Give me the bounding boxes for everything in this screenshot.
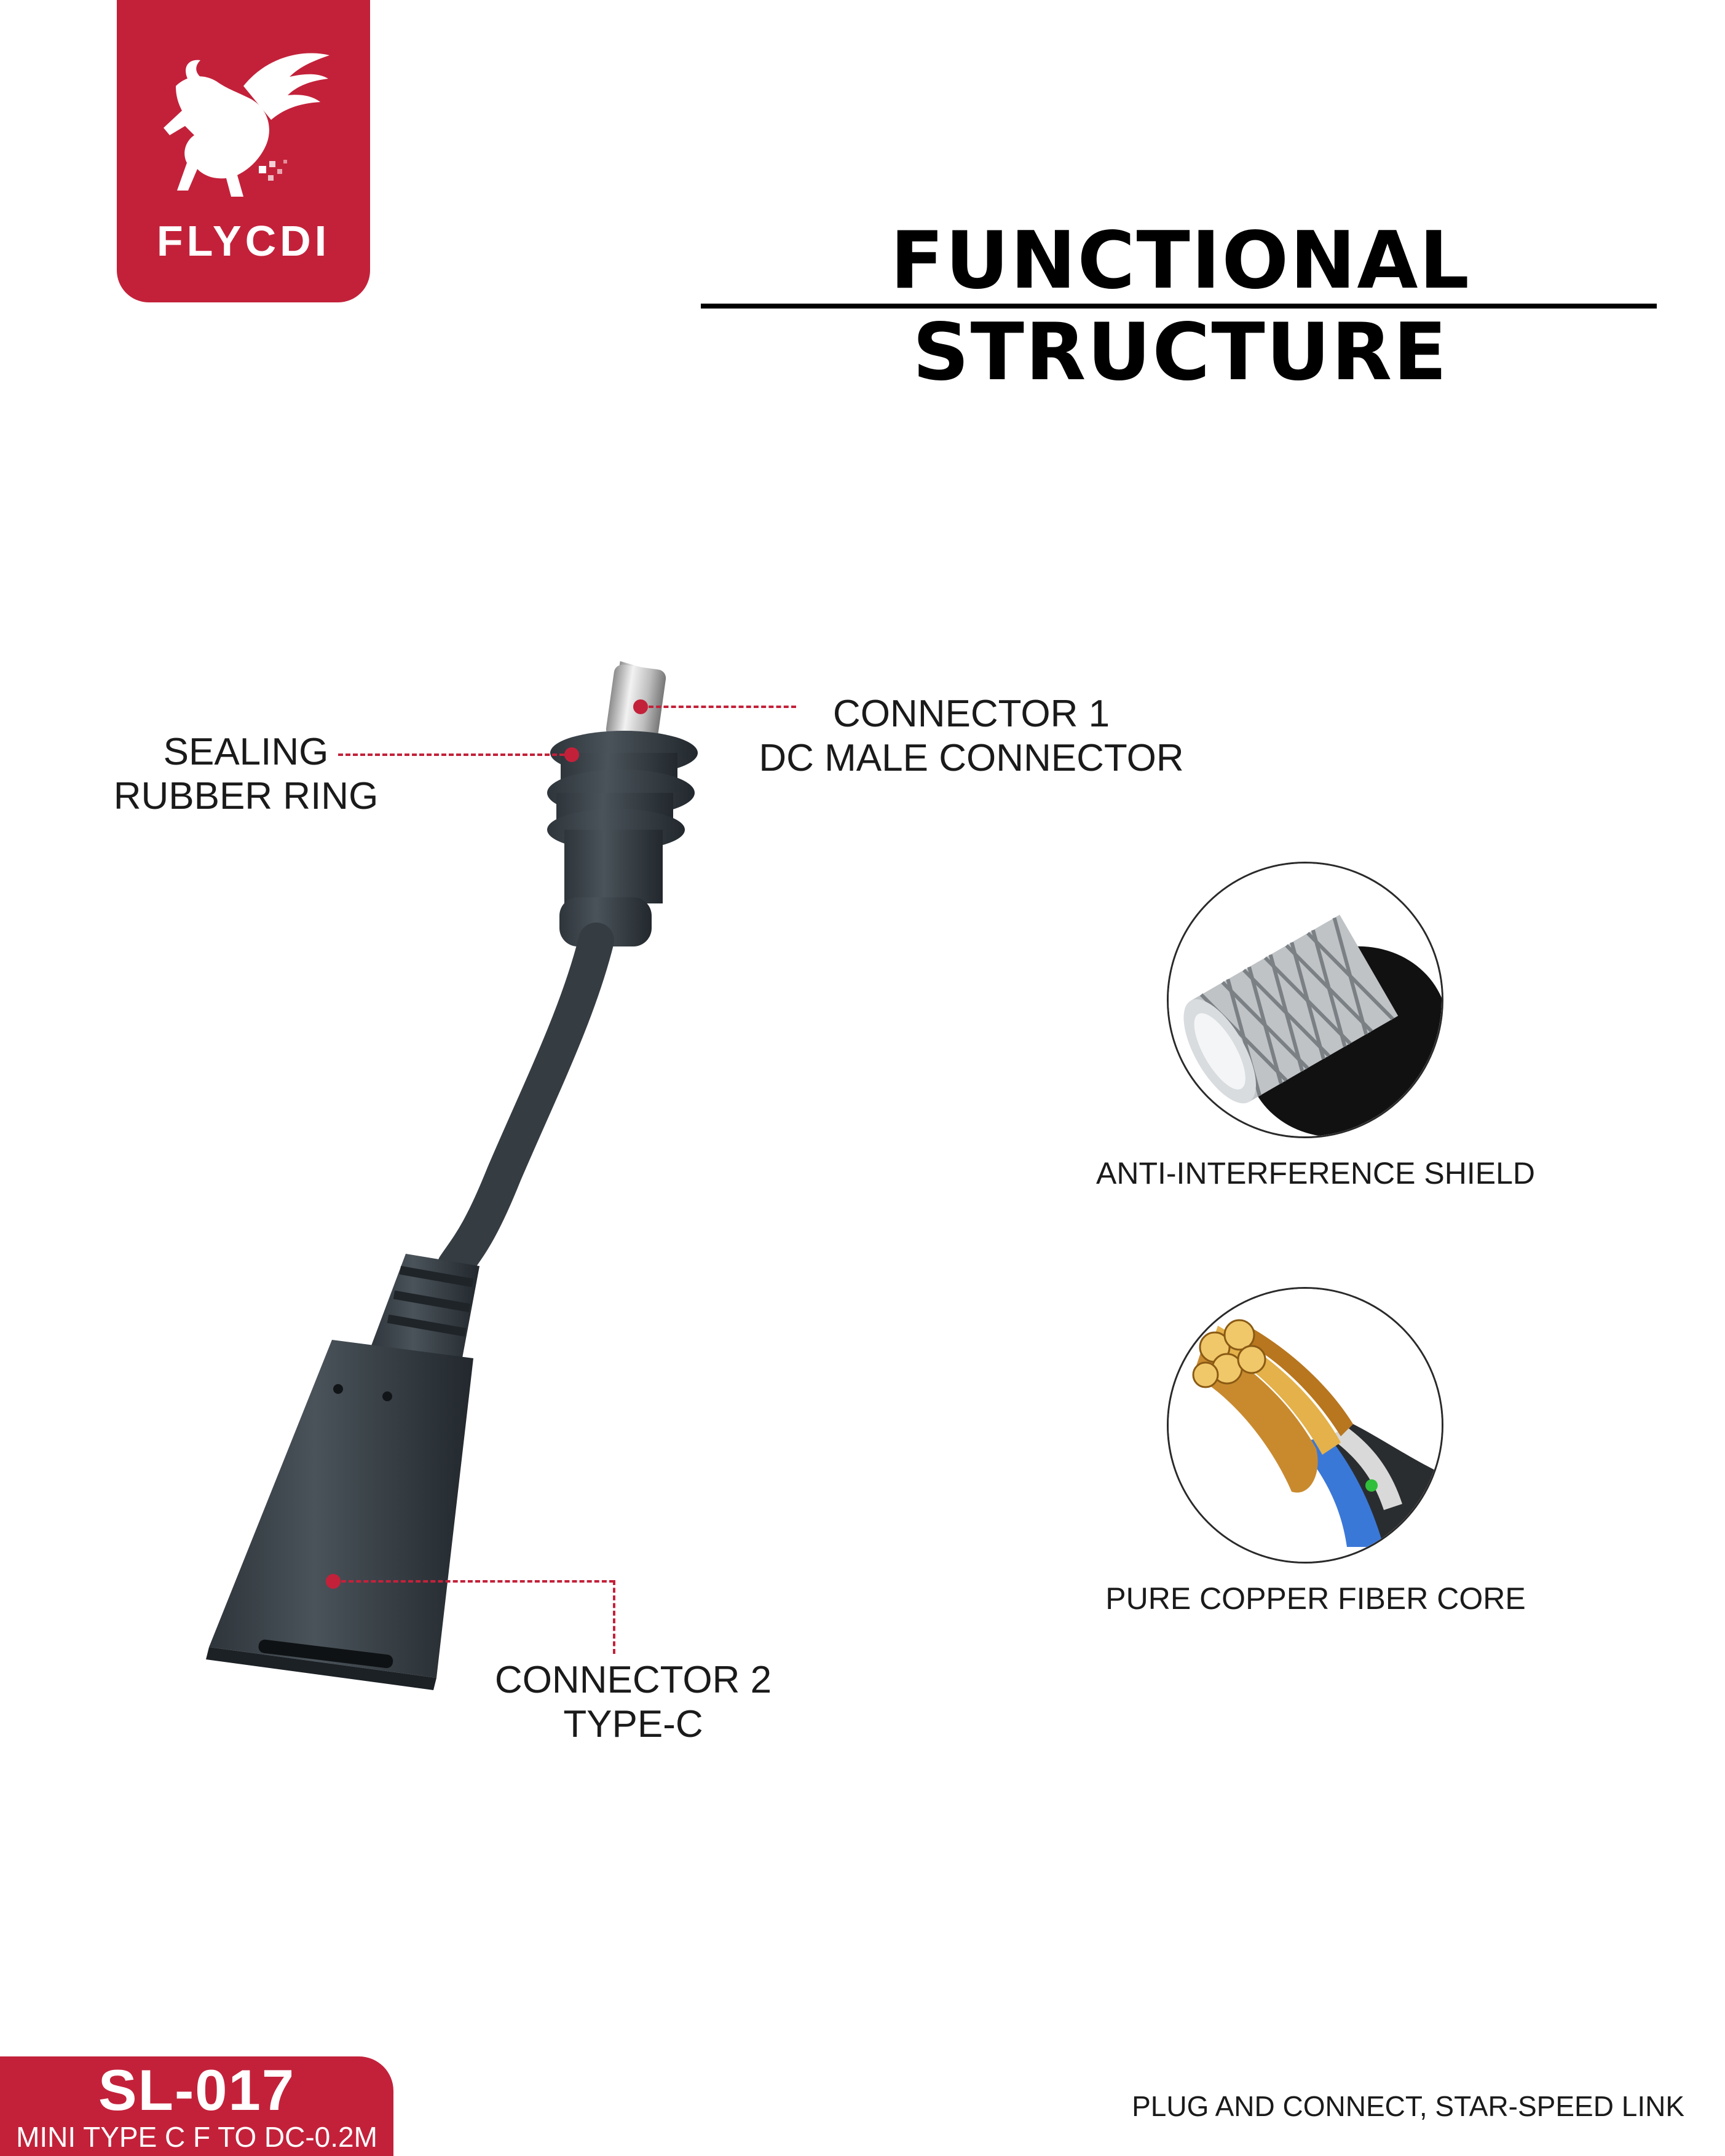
title-underline (701, 304, 1657, 309)
braided-shield-icon (1167, 862, 1443, 1138)
copper-core-icon (1167, 1287, 1443, 1564)
sealing-label: SEALING RUBBER RING (92, 730, 400, 819)
feature-label-shield: ANTI-INTERFERENCE SHIELD (1096, 1156, 1535, 1190)
model-code: SL-017 (98, 2058, 296, 2122)
page-title: FUNCTIONAL STRUCTURE (890, 215, 1470, 398)
sealing-marker (564, 747, 579, 762)
sealing-label-line1: SEALING (163, 731, 329, 773)
tagline: PLUG AND CONNECT, STAR-SPEED LINK (1132, 2090, 1684, 2122)
connector1-label-line2: DC MALE CONNECTOR (759, 737, 1184, 779)
connector1-leader-line (649, 706, 796, 708)
connector2-label: CONNECTOR 2 TYPE-C (449, 1658, 818, 1747)
feature-label-copper-core: PURE COPPER FIBER CORE (1105, 1581, 1526, 1616)
model-description: MINI TYPE C F TO DC-0.2M (16, 2121, 377, 2153)
connector1-marker (633, 699, 648, 714)
connector2-leader-line (341, 1580, 614, 1583)
sealing-leader-line (338, 753, 564, 756)
cable-product-image (206, 661, 698, 1690)
connector2-leader-line-vertical (613, 1580, 615, 1654)
connector1-label-line1: CONNECTOR 1 (832, 693, 1110, 735)
brand-logo-badge: FLYCDI (117, 0, 370, 302)
connector1-label: CONNECTOR 1 DC MALE CONNECTOR (738, 692, 1205, 781)
sealing-label-line2: RUBBER RING (113, 775, 379, 817)
model-badge: SL-017 MINI TYPE C F TO DC-0.2M (0, 2056, 393, 2156)
connector2-marker (326, 1574, 341, 1589)
winged-horse-icon (164, 53, 330, 197)
connector2-label-line2: TYPE-C (563, 1703, 703, 1745)
connector2-label-line1: CONNECTOR 2 (494, 1659, 772, 1701)
brand-name: FLYCDI (156, 217, 331, 265)
